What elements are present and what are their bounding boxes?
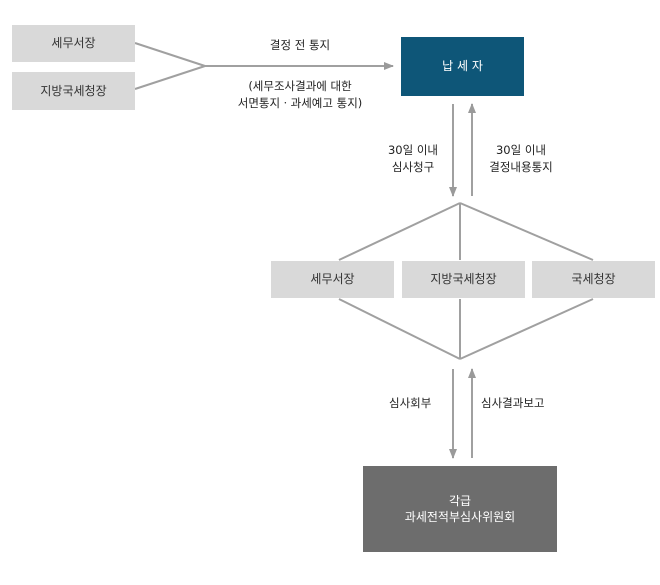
line-apex-right: [459, 202, 594, 261]
line-regional-merge: [134, 65, 206, 90]
tax-office-top-box: 세무서장: [12, 25, 135, 62]
taxpayer-box: 납 세 자: [401, 37, 524, 96]
request-label-1: 30일 이내: [387, 143, 439, 157]
regional-office-top-label: 지방국세청장: [40, 83, 107, 98]
tax-office-label: 세무서장: [310, 272, 355, 287]
nts-label: 국세청장: [571, 272, 616, 287]
decision-label-1: 30일 이내: [495, 143, 547, 157]
notice-sub1: (세무조사결과에 대한: [248, 79, 352, 93]
notice-title: 결정 전 통지: [269, 38, 331, 52]
committee-label-1: 각급: [448, 493, 472, 508]
decision-label-2: 결정내용통지: [489, 160, 553, 174]
report-label: 심사결과보고: [481, 396, 545, 410]
regional-office-top-box: 지방국세청장: [12, 72, 135, 110]
notice-sub2: 서면통지ㆍ과세예고 통지): [237, 96, 363, 110]
line-bottom-right: [459, 298, 594, 360]
tax-office-top-label: 세무서장: [51, 36, 96, 51]
line-bottom-left: [338, 298, 461, 360]
review-committee-box: 각급 과세전적부심사위원회: [363, 466, 557, 552]
refer-label: 심사회부: [389, 396, 432, 410]
committee-label-2: 과세전적부심사위원회: [404, 510, 516, 524]
line-tax-office-merge: [134, 42, 206, 67]
nts-box: 국세청장: [532, 261, 655, 298]
line-apex-left: [338, 202, 461, 261]
request-label-2: 심사청구: [391, 160, 435, 174]
regional-office-label: 지방국세청장: [430, 272, 497, 287]
tax-office-box: 세무서장: [271, 261, 394, 298]
regional-office-box: 지방국세청장: [402, 261, 525, 298]
taxpayer-label: 납 세 자: [442, 59, 483, 74]
